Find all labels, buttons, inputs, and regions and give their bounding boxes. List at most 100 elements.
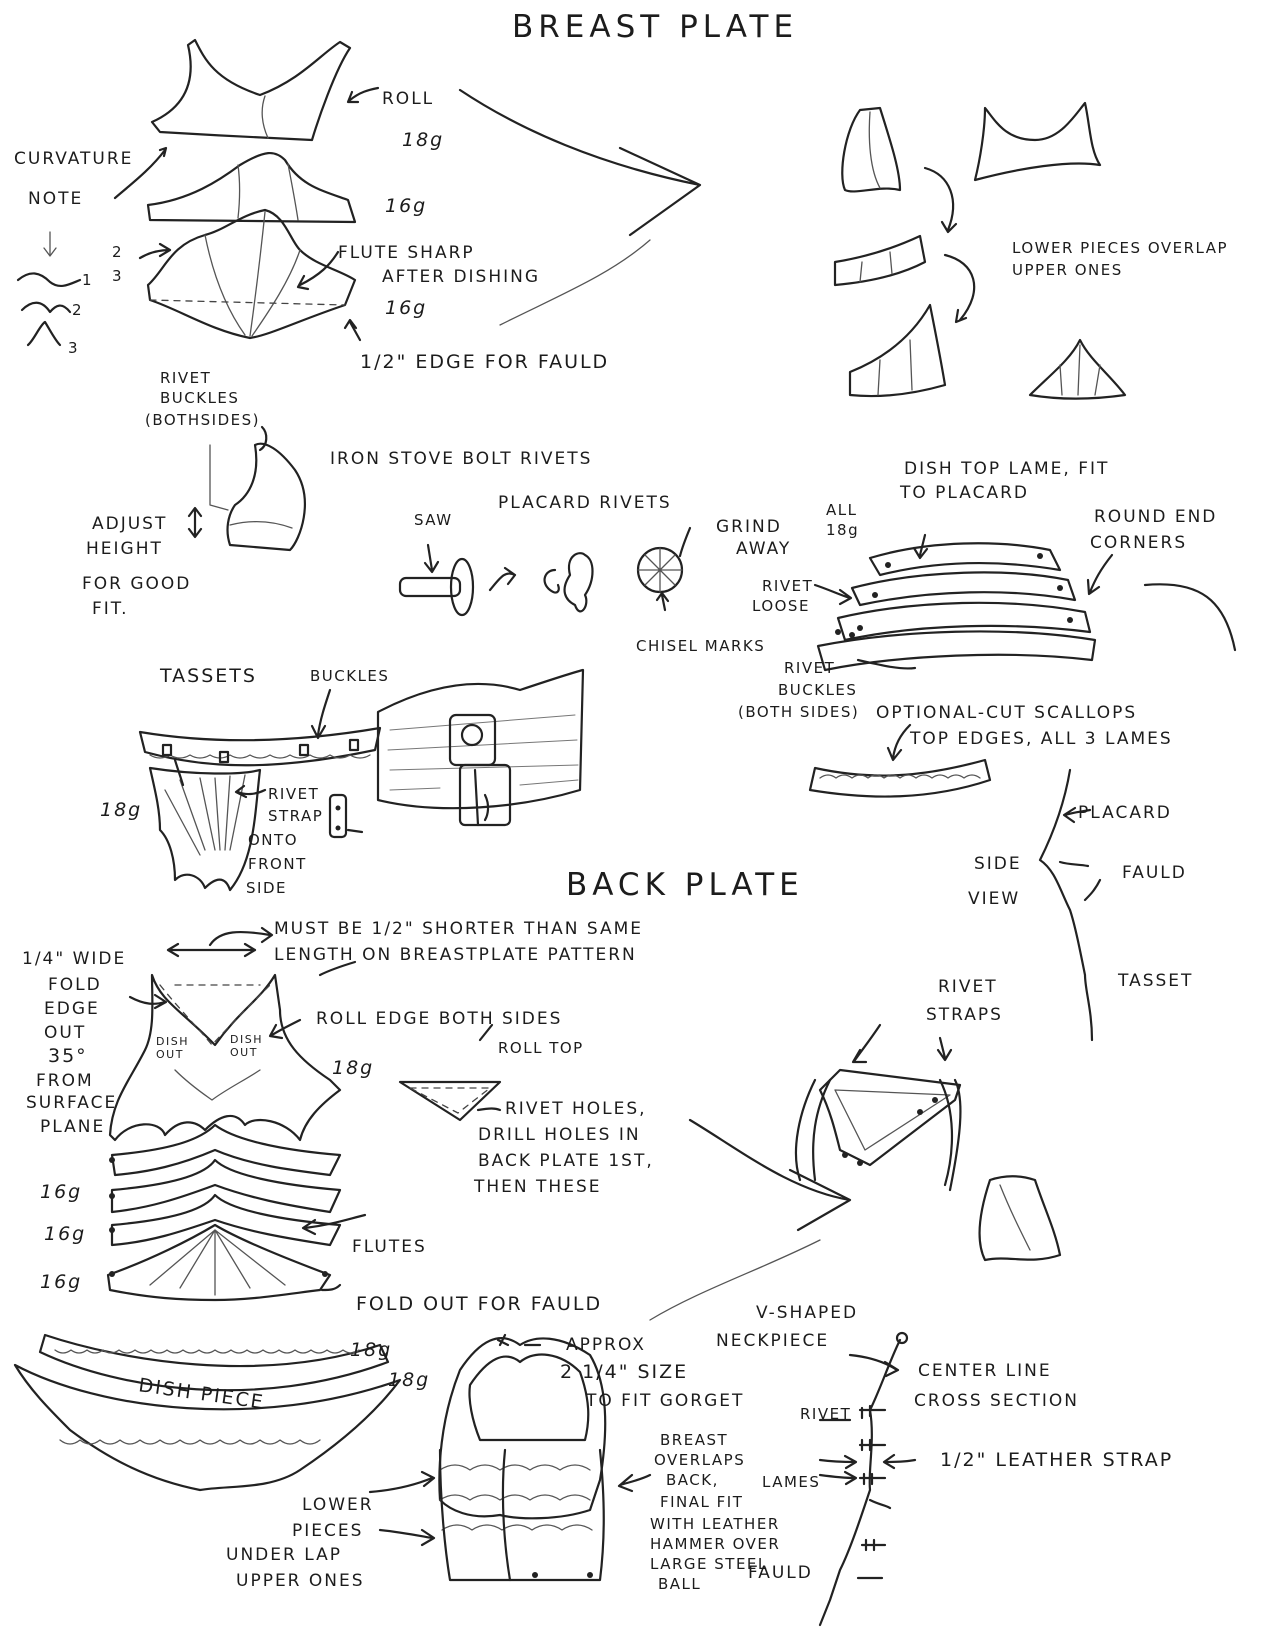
dish-piece-lame-upper: [38, 1333, 390, 1392]
fold-edge-note: FROM: [36, 1071, 94, 1091]
back-plate-title: BACK PLATE: [566, 867, 804, 903]
gauge-16g-label: 16g: [40, 1271, 83, 1293]
backplate-pattern-stack: [106, 926, 502, 1302]
lames-label: LAMES: [762, 1473, 821, 1491]
dish-top-lame-label: TO PLACARD: [900, 483, 1030, 503]
roll-top-label: ROLL TOP: [498, 1039, 584, 1057]
breast-overlaps-note: BACK,: [666, 1471, 719, 1489]
optional-scallops-label: OPTIONAL-CUT SCALLOPS: [876, 703, 1138, 723]
flutes-label: FLUTES: [352, 1237, 427, 1257]
breast-overlaps-note: OVERLAPS: [654, 1451, 746, 1469]
rivet-strap-label: ONTO: [248, 831, 298, 849]
buckle-frame: [458, 763, 512, 827]
cross-section-sketch: [818, 1331, 917, 1627]
rivet-holes-note: THEN THESE: [474, 1177, 602, 1197]
gauge-16g-label: 16g: [40, 1181, 83, 1203]
buckles-label: BUCKLES: [310, 667, 390, 685]
curvature-note-label: CURVATURE: [14, 149, 134, 169]
v-shaped-neckpiece-label: V-SHAPED: [756, 1303, 859, 1323]
adjust-height-label: FIT.: [92, 599, 129, 619]
gauge-18g-label: 18g: [402, 129, 445, 151]
approx-size-label: APPROX: [566, 1335, 646, 1355]
fold-edge-note: 1/4" WIDE: [22, 949, 127, 969]
side-view-profile: [1038, 768, 1102, 1042]
placard-rivets-label: PLACARD RIVETS: [498, 493, 672, 513]
curve-number: 2: [72, 301, 84, 319]
gauge-18g-label: 18g: [332, 1057, 375, 1079]
saw-label: SAW: [414, 511, 453, 529]
round-end-corners-label: CORNERS: [1090, 533, 1188, 553]
overlap-note: LOWER PIECES OVERLAP: [1012, 239, 1229, 257]
gauge-16g-label: 16g: [385, 195, 428, 217]
approx-size-label: 2 1/4" SIZE: [560, 1361, 689, 1383]
adjust-height-label: FOR GOOD: [82, 574, 192, 594]
gorget-back-assembled-sketch: [368, 1333, 652, 1582]
grind-away-label: AWAY: [736, 539, 792, 559]
center-line-label: CROSS SECTION: [914, 1391, 1079, 1411]
transfer-arrow-top: [458, 88, 702, 237]
lower-pieces-label: UNDER LAP: [226, 1545, 342, 1565]
lame-number: 3: [112, 267, 124, 285]
rivet-buckles-label: (BOTHSIDES): [145, 411, 260, 429]
curvature-squiggle-1: [16, 272, 82, 288]
grind-away-label: GRIND: [716, 517, 782, 537]
breastplate-assembled-sketches: [833, 101, 1127, 400]
leather-strap-label: 1/2" LEATHER STRAP: [940, 1449, 1174, 1471]
rivet-buckles-label: RIVET: [784, 659, 836, 677]
curvature-squiggle-2: [20, 301, 72, 314]
breast-plate-title: BREAST PLATE: [512, 9, 799, 45]
rivet-buckles-label: BUCKLES: [778, 681, 858, 699]
tassets-title: TASSETS: [160, 665, 257, 687]
breast-overlaps-note: WITH LEATHER: [650, 1515, 780, 1533]
fold-edge-note: OUT: [44, 1023, 87, 1043]
breastplate-top-piece: [150, 38, 352, 142]
roll-label: ROLL: [382, 89, 435, 109]
fold-edge-note: 35°: [48, 1045, 88, 1067]
tasset-sketch: [138, 668, 585, 892]
dish-out-label: DISH OUT: [156, 1035, 189, 1061]
adjust-height-label: ADJUST: [92, 514, 168, 534]
tasset-fan-piece: [148, 766, 262, 892]
breastplate-middle-lame: [146, 152, 357, 224]
v-shaped-neckpiece-label: NECKPIECE: [716, 1331, 830, 1351]
breast-overlaps-note: HAMMER OVER: [650, 1535, 781, 1553]
rivet-loose-label: LOOSE: [752, 597, 810, 615]
side-view-label: SIDE: [974, 854, 1022, 874]
all-18g-label: 18g: [826, 521, 860, 539]
must-be-shorter-label: MUST BE 1/2" SHORTER THAN SAME: [274, 919, 644, 939]
backplate-fluted-lame: [106, 1223, 332, 1302]
gauge-18g-label: 18g: [350, 1339, 393, 1361]
rivet-label: RIVET: [800, 1405, 852, 1423]
fold-out-for-fauld-label: FOLD OUT FOR FAULD: [356, 1293, 603, 1315]
lower-pieces-label: LOWER: [302, 1495, 374, 1515]
fold-edge-note: PLANE: [40, 1117, 106, 1137]
optional-scalloped-lame: [808, 758, 992, 798]
adjust-height-label: HEIGHT: [86, 539, 163, 559]
flute-sharp-label: AFTER DISHING: [382, 267, 541, 287]
rivet-strap-label: STRAP: [268, 807, 324, 825]
gauge-16g-label: 16g: [385, 297, 428, 319]
overlap-note: UPPER ONES: [1012, 261, 1123, 279]
lower-pieces-label: PIECES: [292, 1521, 364, 1541]
rivet-straps-label: RIVET: [938, 977, 998, 997]
breast-overlaps-note: BREAST: [660, 1431, 729, 1449]
fold-edge-note: EDGE: [44, 999, 100, 1019]
rivet-holes-note: BACK PLATE 1ST,: [478, 1151, 654, 1171]
stove-bolt-shank: [398, 576, 462, 598]
fauld-lames-sketch: [808, 533, 1237, 798]
gauge-18g-label: 18g: [100, 799, 143, 821]
approx-size-label: TO FIT GORGET: [586, 1391, 745, 1411]
side-view-label: VIEW: [968, 889, 1021, 909]
fauld-label: FAULD: [748, 1563, 813, 1583]
curvature-note-label: NOTE: [28, 189, 84, 209]
gauge-16g-label: 16g: [44, 1223, 87, 1245]
stove-bolt-head: [449, 557, 475, 617]
curvature-squiggle-3: [26, 320, 62, 347]
dish-piece-lame-lower: [13, 1363, 402, 1492]
fold-edge-note: SURFACE: [26, 1093, 118, 1113]
curve-number: 1: [82, 271, 94, 289]
breastplate-fluted-lame: [146, 208, 357, 340]
dish-out-label: DISH OUT: [230, 1033, 263, 1059]
breast-overlaps-note: FINAL FIT: [660, 1493, 744, 1511]
rivet-buckles-label: (BOTH SIDES): [738, 703, 860, 721]
